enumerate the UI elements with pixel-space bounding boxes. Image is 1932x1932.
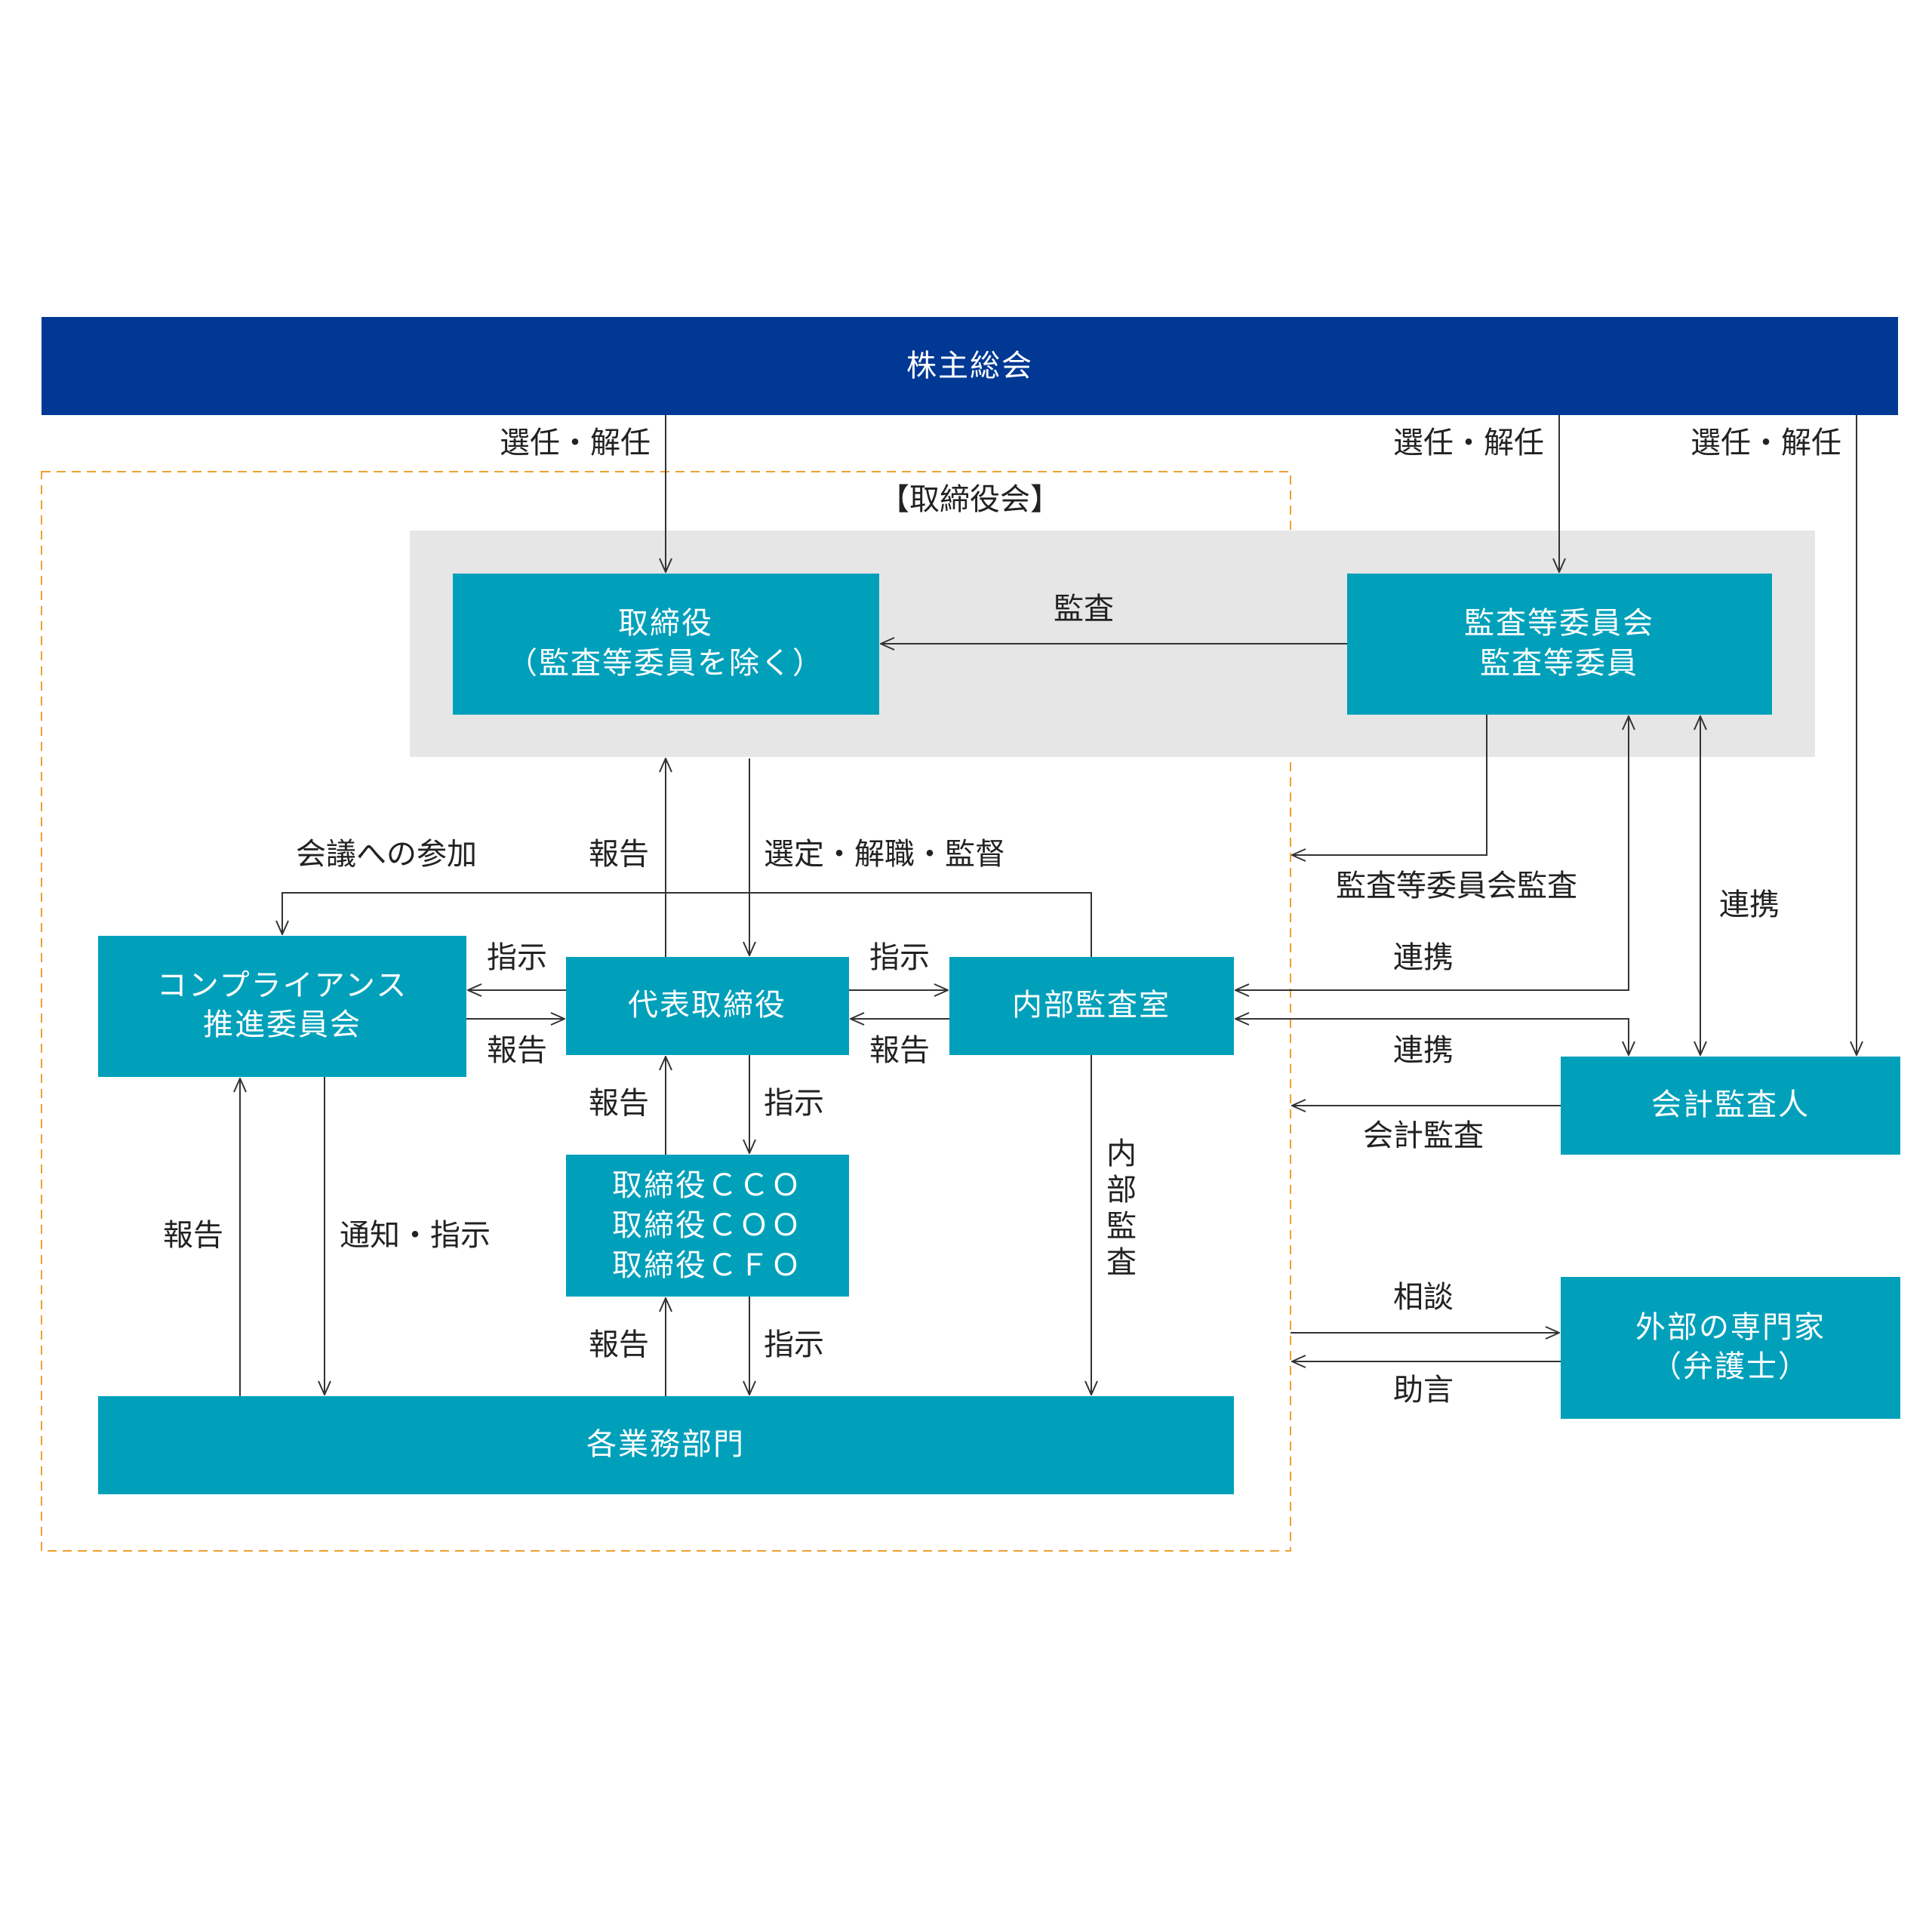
label-cooperation-3: 連携	[1393, 1033, 1454, 1068]
representative-director-label: 代表取締役	[628, 988, 786, 1023]
board-title: 【取締役会】	[879, 482, 1060, 517]
label-elect-dismiss-1: 選任・解任	[500, 426, 651, 460]
accounting-auditor-box	[1561, 1057, 1900, 1155]
label-instruct-dept-officers: 指示	[764, 1327, 824, 1362]
label-report-dept-compliance: 報告	[163, 1218, 223, 1253]
internal-audit-label: 内部監査室	[1012, 988, 1171, 1023]
external-experts-label-line2: （弁護士）	[1651, 1349, 1810, 1384]
edge-meeting-participation	[282, 892, 1092, 957]
officers-label-line2: 取締役ＣＯＯ	[612, 1208, 802, 1243]
label-report-dept-officers: 報告	[589, 1327, 649, 1362]
label-accounting-audit: 会計監査	[1363, 1118, 1484, 1153]
label-select-dismiss-supervise: 選定・解職・監督	[764, 837, 1005, 872]
external-experts-label-line1: 外部の専門家	[1635, 1310, 1826, 1345]
label-report-board: 報告	[589, 837, 649, 872]
audit-committee-label-line2: 監査等委員	[1480, 646, 1638, 681]
officers-label-line1: 取締役ＣＣＯ	[612, 1168, 802, 1203]
accounting-auditor-label: 会計監査人	[1651, 1088, 1810, 1122]
label-internal-audit-3: 監	[1106, 1209, 1137, 1244]
compliance-label-line2: 推進委員会	[203, 1008, 361, 1042]
label-instruct-internal: 指示	[869, 940, 930, 975]
label-report-internal: 報告	[869, 1033, 930, 1068]
shareholders-label: 株主総会	[906, 349, 1033, 383]
label-instruct-officers: 指示	[764, 1086, 824, 1121]
representative-director-box	[566, 957, 849, 1055]
label-audit: 監査	[1054, 592, 1114, 626]
edge-cooperation-internal	[1235, 716, 1629, 990]
audit-committee-box	[1347, 574, 1772, 715]
compliance-label-line1: コンプライアンス	[157, 968, 408, 1003]
label-elect-dismiss-3: 選任・解任	[1690, 426, 1841, 460]
officers-label-line3: 取締役ＣＦＯ	[612, 1248, 802, 1283]
label-cooperation-1: 連携	[1719, 888, 1780, 922]
directors-label-line2: （監査等委員を除く）	[507, 646, 824, 681]
departments-box	[98, 1396, 1234, 1494]
shareholders-bar	[42, 317, 1898, 415]
label-consult: 相談	[1393, 1280, 1454, 1315]
external-experts-box	[1561, 1277, 1900, 1419]
directors-box	[453, 574, 879, 715]
edge-cooperation-internal-accounting	[1235, 1019, 1629, 1055]
internal-audit-box	[949, 957, 1234, 1055]
label-internal-audit-1: 内	[1106, 1137, 1137, 1171]
officers-box	[566, 1155, 849, 1297]
label-meeting-participation: 会議への参加	[296, 837, 477, 872]
label-report-officers: 報告	[589, 1086, 649, 1121]
label-report-compliance: 報告	[487, 1033, 547, 1068]
label-advice: 助言	[1393, 1373, 1454, 1407]
label-notify-instruct: 通知・指示	[340, 1218, 491, 1253]
departments-label: 各業務部門	[586, 1427, 745, 1462]
label-instruct-compliance: 指示	[487, 940, 547, 975]
label-internal-audit-2: 部	[1106, 1173, 1137, 1208]
label-committee-audit: 監査等委員会監査	[1336, 869, 1577, 903]
label-elect-dismiss-2: 選任・解任	[1393, 426, 1544, 460]
label-cooperation-2: 連携	[1393, 940, 1454, 975]
compliance-committee-box	[98, 936, 466, 1077]
label-internal-audit-4: 査	[1106, 1245, 1137, 1280]
audit-committee-label-line1: 監査等委員会	[1464, 606, 1654, 641]
directors-label-line1: 取締役	[618, 606, 713, 641]
